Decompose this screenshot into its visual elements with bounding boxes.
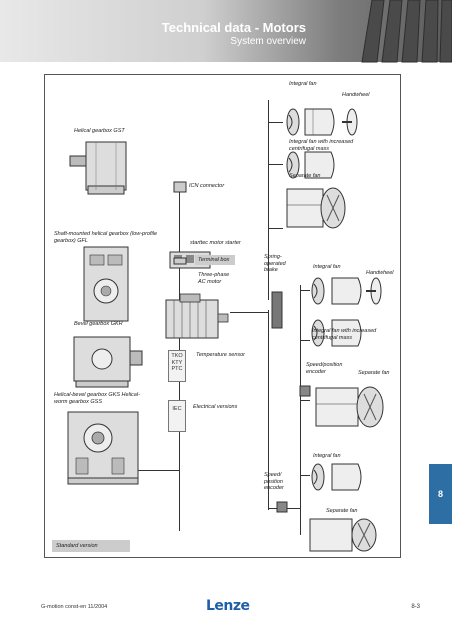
bevel-gearbox-icon	[73, 336, 143, 388]
label-temperature-sensor: Temperature sensor	[196, 352, 246, 358]
three-phase-motor-icon	[165, 293, 229, 339]
fan-cover-icon	[331, 463, 362, 491]
footer-document-id: G-motion const-en 11/2004	[41, 604, 108, 610]
fan-cover-icon	[331, 277, 362, 305]
page-number: 8-3	[411, 604, 420, 610]
fan-cover-icon	[304, 108, 335, 136]
label-terminal-box: Terminal box	[198, 257, 230, 263]
integral-fan-icon	[311, 463, 325, 491]
helical-bevel-gearbox-icon	[67, 411, 139, 485]
label-helical-bevel-worm-gearbox: Helical-bevel gearbox GKS Helical-worm g…	[54, 392, 140, 405]
fan-cover-icon	[331, 319, 362, 347]
page-title: Technical data - Motors	[161, 20, 306, 35]
label-separate-fan-bottom: Separate fan	[326, 508, 358, 514]
temperature-sensor-box	[168, 350, 186, 382]
speed-encoder-icon	[299, 385, 311, 397]
integral-fan-icon	[311, 277, 325, 305]
handwheel-icon	[342, 108, 358, 136]
label-icn-connector: ICN connector	[189, 183, 225, 189]
standard-version-legend: Standard version	[52, 540, 130, 552]
label-spring-operated-brake: Spring-operated brake	[264, 254, 286, 273]
label-bevel-gearbox: Bevel gearbox GKR	[74, 321, 123, 327]
connector-line	[268, 164, 283, 165]
label-electrical-versions: Electrical versions	[193, 404, 238, 410]
connector-line	[300, 340, 310, 341]
label-shaft-mounted-gearbox: Shaft-mounted helical gearbox (low-profi…	[54, 231, 158, 244]
connector-line	[268, 310, 269, 510]
connector-line	[268, 228, 283, 229]
speed-encoder-icon	[276, 501, 288, 513]
shaft-mounted-gearbox-icon	[83, 246, 129, 322]
lenze-logo: Lenze	[206, 598, 250, 614]
integral-fan-mass-icon	[286, 151, 300, 179]
fan-cover-icon	[304, 151, 335, 179]
label-integral-fan-bottom: Integral fan	[313, 453, 341, 459]
connector-line	[300, 285, 301, 535]
label-integral-fan-mass-top: Integral fan with increased centrifugal …	[289, 139, 354, 152]
header-banner: Technical data - Motors System overview	[0, 0, 452, 63]
system-overview-diagram	[44, 74, 401, 558]
icn-connector-icon	[173, 181, 187, 193]
chapter-tab[interactable]: 8	[429, 464, 452, 524]
connector-line	[230, 312, 268, 313]
label-integral-fan-mass-mid: Integral fan with increased centrifugal …	[312, 328, 377, 341]
label-speed-position-encoder-bottom: Speed/ position encoder	[264, 472, 284, 491]
connector-line	[268, 122, 283, 123]
label-handwheel-mid: Handwheel	[366, 270, 394, 276]
page-subtitle: System overview	[230, 36, 306, 47]
connector-line	[300, 475, 310, 476]
label-speed-position-encoder-mid: Speed/position encoder	[306, 362, 343, 375]
handwheel-icon	[366, 277, 382, 305]
iec-label: IEC	[172, 406, 182, 412]
connector-line	[268, 100, 269, 300]
connector-line	[300, 290, 310, 291]
label-separate-fan-mid: Separate fan	[358, 370, 390, 376]
temperature-sensor-types: TKO KTY PTC	[171, 353, 183, 372]
separate-fan-icon	[315, 386, 384, 428]
integral-fan-mass-icon	[311, 319, 325, 347]
separate-fan-icon	[286, 187, 346, 229]
label-integral-fan-mid: Integral fan	[313, 264, 341, 270]
spring-brake-icon	[271, 291, 283, 329]
label-helical-gearbox: Helical gearbox GST	[74, 128, 125, 134]
terminal-box-highlight	[195, 255, 235, 265]
label-starttec-motor-starter: starttec motor starter	[190, 240, 241, 246]
label-separate-fan-top: Separate fan	[289, 173, 321, 179]
gear-wheel-graphic	[361, 0, 452, 63]
separate-fan-icon	[309, 518, 377, 552]
connector-line	[120, 470, 179, 471]
helical-gearbox-icon	[69, 141, 127, 195]
integral-fan-icon	[286, 108, 300, 136]
terminal-box-icon	[173, 257, 187, 265]
label-handwheel-top: Handwheel	[342, 92, 370, 98]
label-integral-fan-top: Integral fan	[289, 81, 317, 87]
iec-box	[168, 400, 186, 432]
label-three-phase-ac-motor: Three-phase AC motor	[198, 272, 230, 285]
connector-line	[300, 400, 310, 401]
